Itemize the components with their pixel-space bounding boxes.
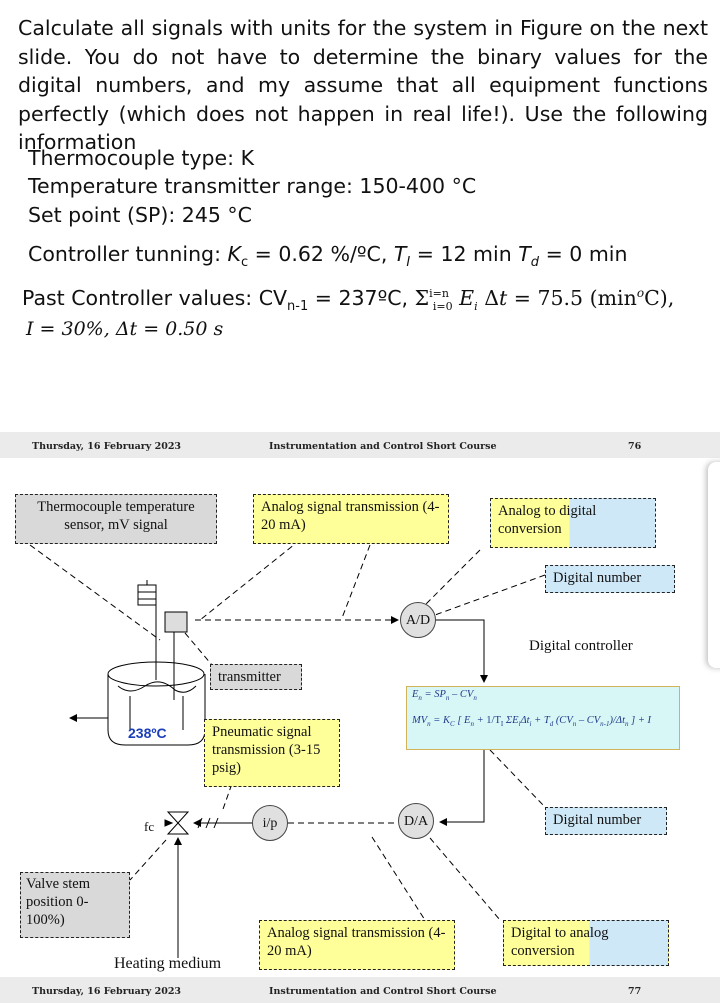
- heating-medium-label: Heating medium: [114, 955, 222, 972]
- ti-value: = 12 min: [410, 242, 519, 266]
- mv-equation: MVn = KC [ En + 1/TI ΣEiΔti + Td (CVn – …: [412, 715, 652, 729]
- side-panel-edge[interactable]: [708, 462, 720, 668]
- footer-date: Thursday, 16 February 2023: [32, 986, 182, 997]
- d2a-conversion-label: Digital to analog conversion: [503, 920, 669, 966]
- transmitter-label: transmitter: [210, 664, 302, 690]
- valve-stem-label: Valve stem position 0-100%): [20, 872, 130, 938]
- da-converter: D/A: [398, 803, 434, 839]
- footer-slide-77: Thursday, 16 February 2023 Instrumentati…: [0, 977, 720, 1003]
- transmitter-range: Temperature transmitter range: 150-400 °…: [28, 174, 477, 198]
- past-sub: n-1: [287, 299, 309, 314]
- footer-title: Instrumentation and Control Short Course: [269, 986, 497, 997]
- footer-page: 77: [628, 986, 642, 997]
- slide-76: Calculate all signals with units for the…: [0, 0, 720, 460]
- analog-transmission-bottom-label: Analog signal transmission (4-20 mA): [259, 920, 455, 970]
- past-controller-values: Past Controller values: CVn-1 = 237ºC, Σ…: [22, 286, 675, 314]
- vessel-temperature: 238ºC: [128, 725, 167, 741]
- diagram-lines: [29, 539, 546, 958]
- past-sum-unit: C),: [644, 286, 675, 310]
- controller-tuning: Controller tunning: Kc = 0.62 %/ºC, TI =…: [28, 242, 628, 270]
- footer-page: 76: [628, 441, 642, 452]
- digital-controller-label: Digital controller: [529, 638, 633, 654]
- controller-equation-box: En = SPn – CVn MVn = KC [ En + 1/TI ΣEiΔ…: [406, 686, 680, 750]
- fail-closed-label: fc: [144, 819, 155, 834]
- footer-slide-76: Thursday, 16 February 2023 Instrumentati…: [0, 432, 720, 458]
- problem-statement: Calculate all signals with units for the…: [18, 16, 708, 154]
- thermocouple-type: Thermocouple type: K: [28, 146, 255, 170]
- i-and-dt: I = 30%, Δt = 0.50 s: [26, 318, 224, 340]
- kc-value: = 0.62 %/ºC,: [248, 242, 394, 266]
- digital-number-top-label: Digital number: [545, 565, 675, 593]
- thermocouple-sensor-label: Thermocouple temperature sensor, mV sign…: [15, 494, 217, 544]
- td-value: = 0 min: [539, 242, 628, 266]
- set-point: Set point (SP): 245 °C: [28, 203, 252, 227]
- past-cv: = 237ºC,: [308, 286, 415, 310]
- past-prefix: Past Controller values: CV: [22, 286, 288, 310]
- a2d-conversion-label: Analog to digital conversion: [490, 498, 656, 548]
- pneumatic-transmission-label: Pneumatic signal transmission (3-15 psig…: [204, 719, 340, 787]
- error-equation: En = SPn – CVn: [412, 689, 477, 703]
- past-sum-value: = 75.5 (min: [507, 286, 637, 310]
- ad-converter: A/D: [400, 602, 436, 638]
- footer-date: Thursday, 16 February 2023: [32, 441, 182, 452]
- footer-title: Instrumentation and Control Short Course: [269, 441, 497, 452]
- ip-converter: i/p: [252, 805, 288, 841]
- tuning-prefix: Controller tunning:: [28, 242, 228, 266]
- digital-number-bottom-label: Digital number: [545, 807, 667, 835]
- analog-transmission-top-label: Analog signal transmission (4-20 mA): [253, 494, 449, 544]
